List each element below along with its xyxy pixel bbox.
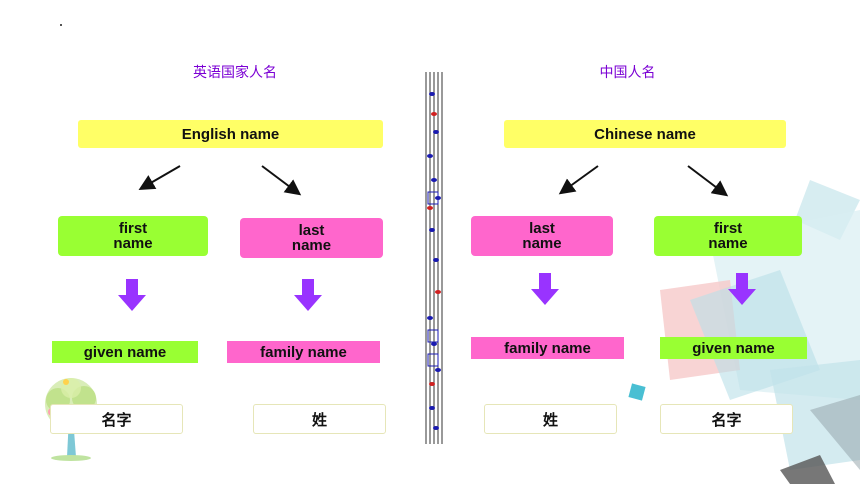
- left-given-name-box: given name: [52, 341, 198, 363]
- right-last-name-box: last name: [471, 216, 613, 256]
- right-char-box-1: 姓: [484, 404, 617, 434]
- right-first-name-box: first name: [654, 216, 802, 256]
- right-title: 中国人名: [599, 65, 656, 81]
- left-down-arrow-1: [118, 279, 146, 311]
- left-title: 英语国家人名: [193, 65, 277, 81]
- chinese-name-box: Chinese name: [504, 120, 786, 148]
- left-diagonal-arrows: [130, 160, 310, 200]
- left-char-box-1: 名字: [50, 404, 183, 434]
- right-char-box-2: 名字: [660, 404, 793, 434]
- left-char-box-2: 姓: [253, 404, 386, 434]
- right-family-name-box: family name: [471, 337, 624, 359]
- right-down-arrow-1: [531, 273, 559, 305]
- left-first-name-box: first name: [58, 216, 208, 256]
- left-family-name-box: family name: [227, 341, 380, 363]
- left-last-name-box: last name: [240, 218, 383, 258]
- dot-mark: [60, 24, 62, 26]
- music-staff-divider: [420, 72, 446, 444]
- right-down-arrow-2: [728, 273, 756, 305]
- right-diagonal-arrows: [550, 160, 740, 200]
- right-given-name-box: given name: [660, 337, 807, 359]
- english-name-box: English name: [78, 120, 383, 148]
- left-down-arrow-2: [294, 279, 322, 311]
